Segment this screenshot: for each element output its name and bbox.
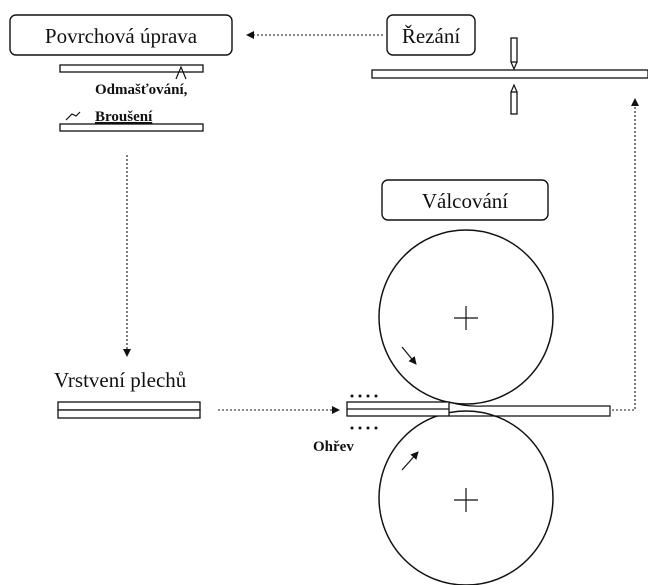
degreasing-label: Odmašťování, [95, 82, 188, 98]
upper-roll-rotation-arrow [401, 346, 417, 365]
lower-roll-center-mark [454, 488, 478, 512]
stacking-label: Vrstvení plechů [54, 368, 187, 392]
lower-blade [510, 83, 518, 115]
degreasing-brush-mark [175, 65, 187, 80]
lower-roll [378, 410, 554, 585]
rolling-label: Válcování [422, 189, 508, 213]
rolling-box [381, 179, 549, 221]
cutting-plate [371, 69, 648, 79]
heating-dots-top [350, 394, 378, 398]
surface-treatment-node: Povrchová úprava [9, 14, 233, 56]
upper-roll-center-mark [454, 306, 478, 330]
grinding-tool-mark [65, 111, 81, 121]
cutting-label: Řezání [402, 24, 460, 48]
grinding-plate [59, 123, 204, 132]
degreasing-plate [59, 64, 204, 73]
rolled-plate [346, 401, 611, 417]
upper-blade [510, 37, 518, 71]
surface-treatment-label: Povrchová úprava [45, 24, 198, 48]
surface-treatment-box [9, 14, 233, 56]
arrow-rolling-to-cutting-head [631, 98, 639, 106]
arrow-rolling-to-cutting [612, 105, 636, 411]
cutting-box [386, 14, 476, 56]
rolling-node: Válcování [381, 179, 549, 221]
upper-roll [378, 229, 554, 405]
heating-dots-bottom [350, 426, 378, 430]
lower-roll-rotation-arrow [401, 451, 419, 471]
heating-label: Ohřev [313, 439, 354, 455]
cutting-node: Řezání [386, 14, 476, 56]
stacked-plates [57, 401, 201, 419]
grinding-label: Broušení [95, 109, 153, 125]
